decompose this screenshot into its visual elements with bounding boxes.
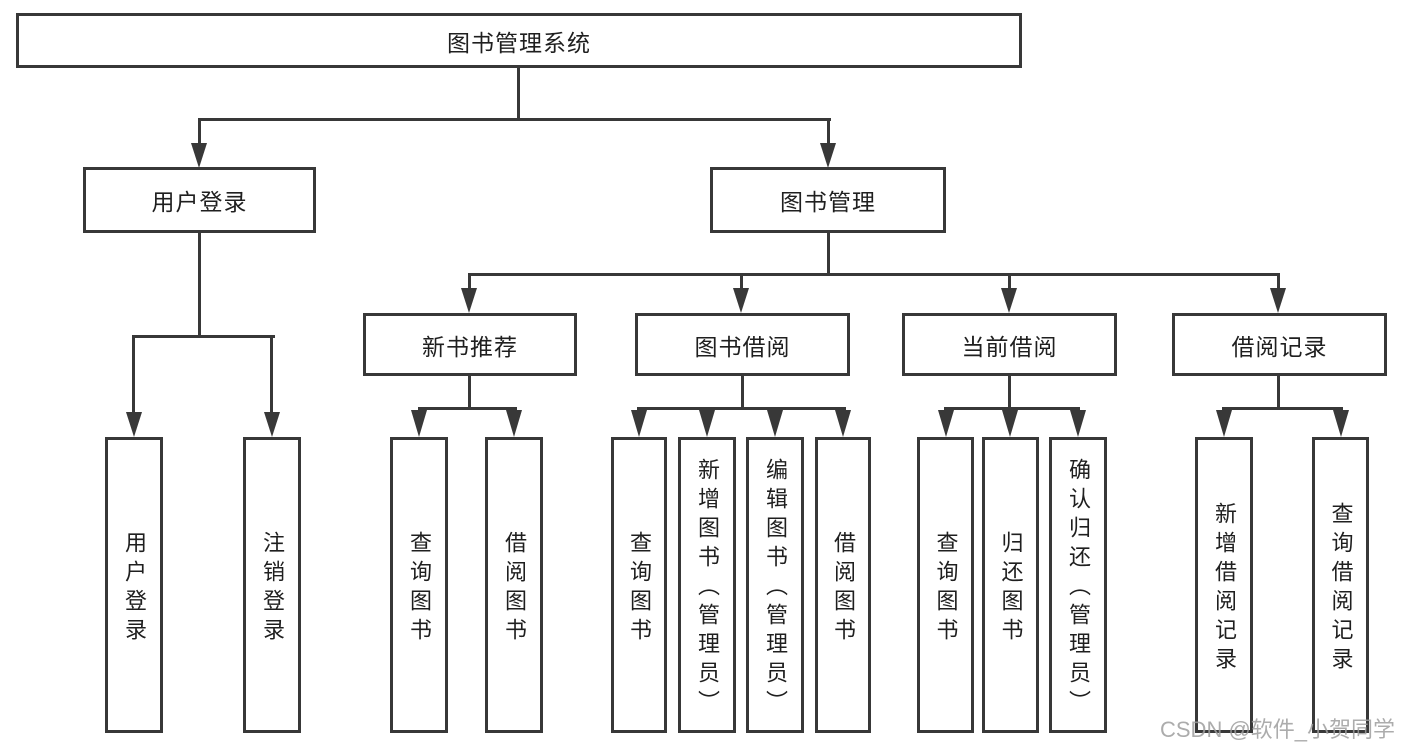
connector-line <box>468 273 471 289</box>
connector-line <box>132 335 135 414</box>
leaf-node-query-books: 查询图书 <box>917 437 974 733</box>
arrow-down-icon <box>411 410 427 437</box>
leaf-label: 查询借阅记录 <box>1328 501 1354 676</box>
arrow-down-icon <box>126 412 142 437</box>
csdn-watermark: CSDN @软件_小贺同学 <box>1160 717 1396 742</box>
leaf-node-borrow-books: 借阅图书 <box>485 437 543 733</box>
arrow-down-icon <box>1001 288 1017 313</box>
leaf-node-borrow-books: 借阅图书 <box>815 437 871 733</box>
connector-line <box>637 407 846 410</box>
node-user-login: 用户登录 <box>83 167 316 233</box>
leaf-label: 用户登录 <box>122 530 147 647</box>
leaf-label: 编辑图书（管理员） <box>763 458 788 719</box>
arrow-down-icon <box>631 410 647 437</box>
arrow-down-icon <box>938 410 954 437</box>
leaf-label: 新增借阅记录 <box>1212 501 1237 676</box>
arrow-down-icon <box>767 410 783 437</box>
arrow-down-icon <box>191 143 207 168</box>
leaf-node-query-books: 查询图书 <box>611 437 667 733</box>
leaf-label: 归还图书 <box>998 530 1024 647</box>
connector-line <box>198 118 201 145</box>
connector-line <box>418 407 517 410</box>
leaf-node-add-borrow-record: 新增借阅记录 <box>1195 437 1253 733</box>
connector-line <box>270 335 273 414</box>
arrow-down-icon <box>820 143 836 168</box>
leaf-node-query-books: 查询图书 <box>390 437 448 733</box>
arrow-down-icon <box>264 412 280 437</box>
arrow-down-icon <box>461 288 477 313</box>
leaf-node-add-books-admin: 新增图书（管理员） <box>678 437 736 733</box>
leaf-label: 查询图书 <box>627 530 652 647</box>
node-new-book-recommend: 新书推荐 <box>363 313 577 376</box>
connector-line <box>1008 376 1011 410</box>
connector-line <box>827 233 830 276</box>
node-library-management-system: 图书管理系统 <box>16 13 1022 68</box>
leaf-node-query-borrow-record: 查询借阅记录 <box>1312 437 1369 733</box>
leaf-label: 确认归还（管理员） <box>1066 458 1091 719</box>
connector-line <box>517 68 520 121</box>
connector-line <box>468 376 471 410</box>
connector-line <box>468 273 1280 276</box>
leaf-label: 查询图书 <box>933 530 959 647</box>
connector-line <box>132 335 275 338</box>
leaf-label: 借阅图书 <box>831 530 856 647</box>
leaf-label: 查询图书 <box>407 530 432 647</box>
node-current-borrowing: 当前借阅 <box>902 313 1117 376</box>
connector-line <box>1222 407 1343 410</box>
node-book-management: 图书管理 <box>710 167 946 233</box>
connector-line <box>944 407 1080 410</box>
arrow-down-icon <box>506 410 522 437</box>
connector-line <box>740 273 743 289</box>
connector-line <box>1277 376 1280 410</box>
leaf-label: 新增图书（管理员） <box>695 458 720 719</box>
leaf-label: 借阅图书 <box>502 530 527 647</box>
leaf-node-user-login: 用户登录 <box>105 437 163 733</box>
leaf-label: 注销登录 <box>260 530 285 647</box>
leaf-node-logout: 注销登录 <box>243 437 301 733</box>
arrow-down-icon <box>1216 410 1232 437</box>
arrow-down-icon <box>835 410 851 437</box>
connector-line <box>198 118 831 121</box>
arrow-down-icon <box>699 410 715 437</box>
arrow-down-icon <box>1002 410 1018 437</box>
node-book-borrowing: 图书借阅 <box>635 313 850 376</box>
connector-line <box>1008 273 1011 289</box>
connector-line <box>741 376 744 410</box>
connector-line <box>1277 273 1280 289</box>
connector-line <box>198 233 201 338</box>
leaf-node-confirm-return-admin: 确认归还（管理员） <box>1049 437 1107 733</box>
arrow-down-icon <box>1270 288 1286 313</box>
node-borrowing-records: 借阅记录 <box>1172 313 1387 376</box>
leaf-node-edit-books-admin: 编辑图书（管理员） <box>746 437 804 733</box>
arrow-down-icon <box>1070 410 1086 437</box>
arrow-down-icon <box>733 288 749 313</box>
leaf-node-return-books: 归还图书 <box>982 437 1039 733</box>
arrow-down-icon <box>1333 410 1349 437</box>
connector-line <box>827 118 830 145</box>
